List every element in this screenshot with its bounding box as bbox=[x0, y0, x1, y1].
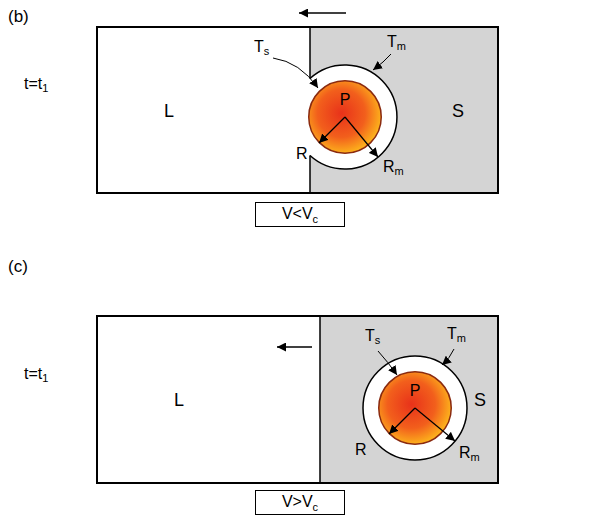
radius-line bbox=[389, 408, 415, 434]
subscript: m bbox=[471, 451, 480, 464]
panel-label: (c) bbox=[8, 257, 28, 277]
melt-shell bbox=[310, 65, 397, 169]
liquid-region bbox=[97, 27, 498, 193]
leader-line bbox=[442, 349, 454, 365]
temperature-label: T bbox=[365, 327, 375, 345]
radius-label: R bbox=[355, 441, 367, 459]
liquid-region bbox=[97, 316, 498, 483]
subscript: 1 bbox=[42, 372, 48, 385]
velocity-box: V>Vc bbox=[255, 490, 345, 515]
temperature-label: T bbox=[387, 33, 397, 51]
temperature-label: T bbox=[254, 38, 264, 56]
leader-line bbox=[378, 351, 397, 375]
melt-shell bbox=[363, 356, 467, 460]
radius-line bbox=[415, 408, 455, 441]
subscript: c bbox=[313, 501, 319, 514]
time-label: t=t bbox=[24, 75, 42, 93]
region-label: S bbox=[452, 101, 464, 122]
node-text: P bbox=[410, 382, 421, 400]
particle-circle: P bbox=[378, 371, 452, 445]
node-text: V<V bbox=[282, 205, 313, 223]
radius-label: R bbox=[296, 145, 308, 163]
panel-label: (b) bbox=[8, 7, 29, 27]
leader-line bbox=[273, 58, 318, 88]
region-label: L bbox=[164, 101, 174, 122]
velocity-box: V<Vc bbox=[255, 202, 345, 227]
interface-line bbox=[319, 316, 321, 483]
velocity-arrow bbox=[277, 346, 312, 348]
interface-line bbox=[309, 27, 311, 79]
node-text: P bbox=[340, 91, 351, 109]
radius-label: R bbox=[459, 444, 471, 462]
frame bbox=[97, 27, 498, 193]
leader-line bbox=[373, 54, 391, 70]
region-label: L bbox=[174, 390, 184, 411]
subscript: m bbox=[395, 165, 404, 178]
radius-line bbox=[319, 117, 345, 143]
radius-line bbox=[345, 117, 378, 157]
particle-circle: P bbox=[308, 80, 382, 154]
subscript: 1 bbox=[42, 82, 48, 95]
subscript: m bbox=[397, 40, 406, 53]
subscript: c bbox=[313, 213, 319, 226]
solid-region bbox=[320, 316, 498, 483]
region-label: S bbox=[474, 390, 486, 411]
subscript: s bbox=[264, 45, 270, 58]
node-text: V>V bbox=[282, 493, 313, 511]
time-label: t=t bbox=[24, 365, 42, 383]
subscript: s bbox=[375, 334, 381, 347]
velocity-arrow bbox=[299, 12, 346, 14]
radius-label: R bbox=[383, 158, 395, 176]
interface-line bbox=[309, 156, 311, 194]
subscript: m bbox=[457, 332, 466, 345]
frame bbox=[97, 316, 498, 483]
temperature-label: T bbox=[447, 325, 457, 343]
